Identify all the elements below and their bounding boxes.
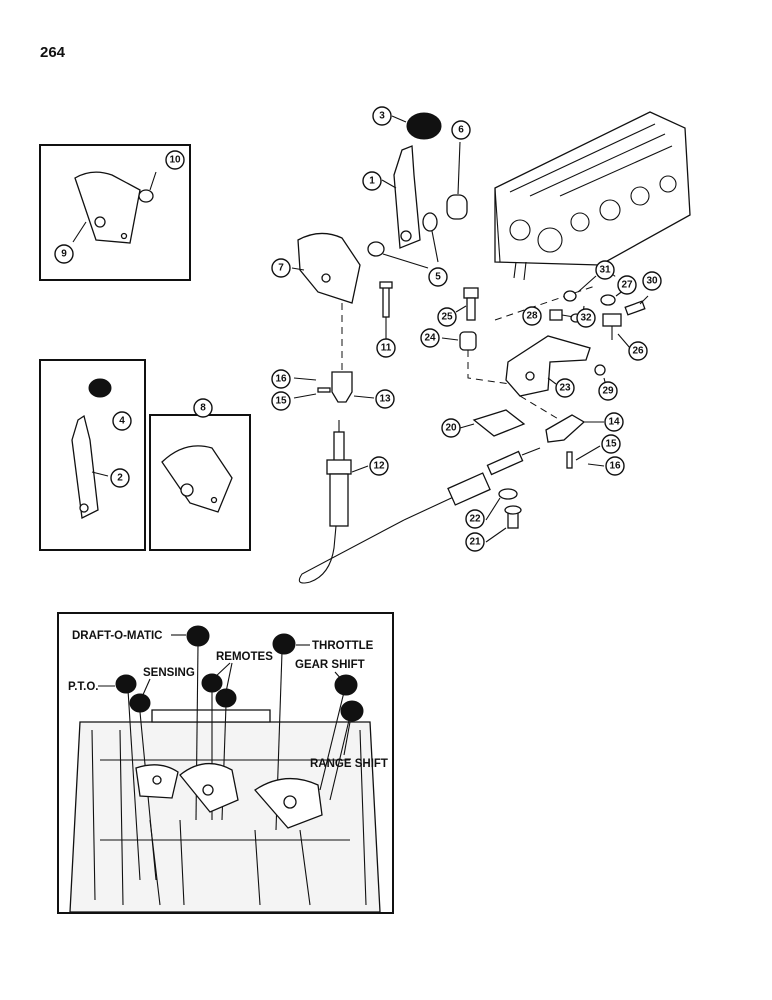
page-number: 264 (40, 44, 66, 61)
callout-25: 25 (437, 307, 457, 327)
callout-13: 13 (375, 389, 395, 409)
svg-text:31: 31 (599, 265, 611, 276)
svg-text:1: 1 (369, 176, 375, 187)
callout-20: 20 (441, 418, 461, 438)
svg-text:16: 16 (609, 461, 621, 472)
exploded-parts (291, 112, 649, 584)
callout-30: 30 (642, 271, 662, 291)
label-pto: P.T.O. (68, 681, 98, 693)
svg-text:20: 20 (445, 423, 457, 434)
svg-text:6: 6 (458, 125, 464, 136)
label-throttle: THROTTLE (312, 640, 374, 652)
svg-text:4: 4 (119, 416, 125, 427)
svg-text:16: 16 (275, 374, 287, 385)
svg-text:24: 24 (424, 333, 436, 344)
svg-text:14: 14 (608, 417, 620, 428)
callout-16-right: 16 (605, 456, 625, 476)
callouts: 1 2 3 4 5 6 7 8 9 10 11 12 13 14 15 16 1… (54, 106, 662, 552)
photo-labels: DRAFT-O-MATIC THROTTLE REMOTES SENSING G… (68, 630, 388, 770)
callout-22: 22 (465, 509, 485, 529)
callout-7: 7 (271, 258, 291, 278)
svg-text:10: 10 (169, 155, 181, 166)
callout-12: 12 (369, 456, 389, 476)
callout-29: 29 (598, 381, 618, 401)
svg-text:21: 21 (469, 537, 481, 548)
callout-1: 1 (362, 171, 382, 191)
callout-15-right: 15 (601, 434, 621, 454)
svg-text:8: 8 (200, 403, 206, 414)
svg-text:27: 27 (621, 280, 633, 291)
svg-text:15: 15 (275, 396, 287, 407)
callout-32: 32 (576, 308, 596, 328)
callout-21: 21 (465, 532, 485, 552)
callout-5: 5 (428, 267, 448, 287)
svg-text:29: 29 (602, 386, 614, 397)
svg-text:2: 2 (117, 473, 123, 484)
callout-23: 23 (555, 378, 575, 398)
svg-text:25: 25 (441, 312, 453, 323)
label-remotes: REMOTES (216, 651, 273, 663)
svg-text:3: 3 (379, 111, 385, 122)
inset-lever-2-4 (39, 359, 146, 551)
callout-6: 6 (451, 120, 471, 140)
callout-27: 27 (617, 275, 637, 295)
callout-10: 10 (165, 150, 185, 170)
svg-text:30: 30 (646, 276, 658, 287)
callout-24: 24 (420, 328, 440, 348)
callout-28: 28 (522, 306, 542, 326)
svg-text:32: 32 (580, 313, 592, 324)
label-sensing: SENSING (143, 667, 195, 679)
svg-text:9: 9 (61, 249, 67, 260)
inset-plate-8 (149, 414, 251, 551)
callout-31: 31 (595, 260, 615, 280)
callout-4: 4 (112, 411, 132, 431)
callout-9: 9 (54, 244, 74, 264)
svg-text:12: 12 (373, 461, 385, 472)
svg-text:22: 22 (469, 514, 481, 525)
callout-8: 8 (193, 398, 213, 418)
svg-text:11: 11 (381, 343, 392, 354)
svg-text:5: 5 (435, 272, 441, 283)
svg-text:13: 13 (379, 394, 391, 405)
svg-text:23: 23 (559, 383, 571, 394)
label-range-shift: RANGE SHIFT (310, 758, 388, 770)
callout-15-left: 15 (271, 391, 291, 411)
inset-plate-9-10 (39, 144, 191, 281)
transmission-housing (494, 111, 691, 281)
svg-text:7: 7 (278, 263, 284, 274)
callout-16-left: 16 (271, 369, 291, 389)
callout-2: 2 (110, 468, 130, 488)
callout-3: 3 (372, 106, 392, 126)
label-gear-shift: GEAR SHIFT (295, 659, 365, 671)
callout-11: 11 (376, 338, 396, 358)
label-draft-o-matic: DRAFT-O-MATIC (72, 630, 163, 642)
control-levers-photo (57, 612, 394, 914)
svg-text:28: 28 (526, 311, 538, 322)
svg-text:15: 15 (605, 439, 617, 450)
svg-text:26: 26 (632, 346, 644, 357)
callout-14: 14 (604, 412, 624, 432)
callout-26: 26 (628, 341, 648, 361)
